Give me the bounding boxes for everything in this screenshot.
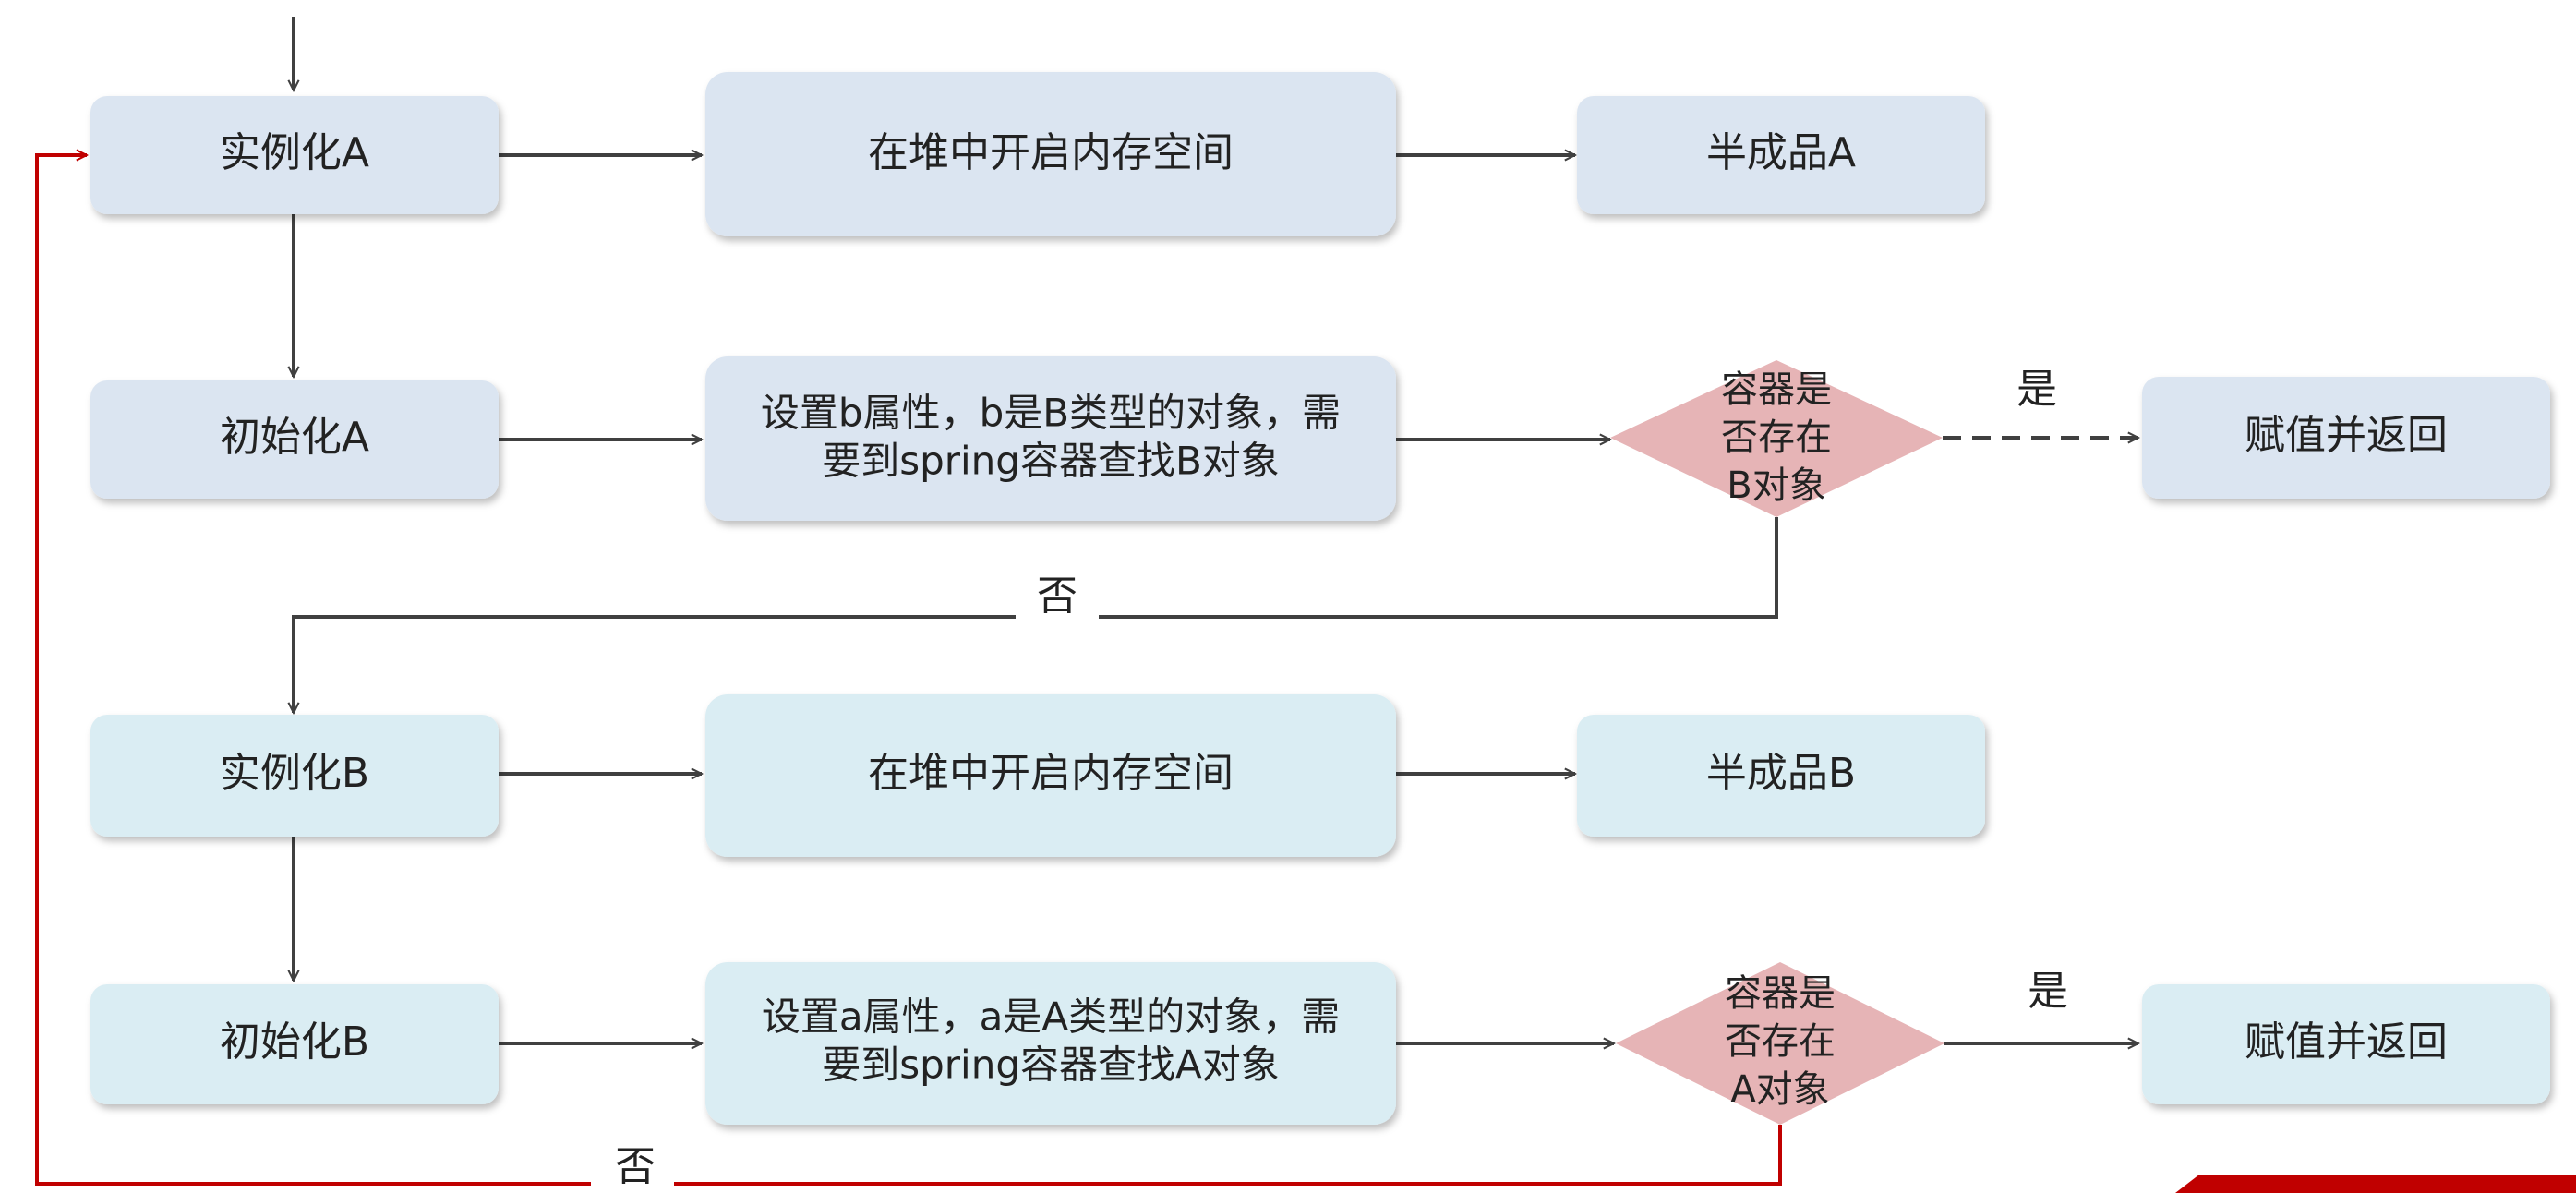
node-instantiate-a: 实例化A <box>90 96 499 214</box>
connectors <box>35 17 2138 1186</box>
node-assign-return-a-label: 赋值并返回 <box>2245 412 2448 459</box>
node-instantiate-b-label: 实例化B <box>220 750 369 797</box>
edge-label-no-b: 否 <box>1037 572 1077 620</box>
node-set-b-property: 设置b属性，b是B类型的对象，需 要到spring容器查找B对象 <box>705 356 1396 521</box>
node-heap-space-a: 在堆中开启内存空间 <box>705 72 1396 236</box>
node-assign-return-a: 赋值并返回 <box>2142 377 2550 499</box>
node-half-product-b-label: 半成品B <box>1706 750 1856 797</box>
node-initialize-b-label: 初始化B <box>220 1018 369 1066</box>
node-set-a-property-line-2: 要到spring容器查找A对象 <box>822 1042 1280 1088</box>
node-half-product-a-label: 半成品A <box>1706 129 1856 176</box>
corner-accent <box>2175 1175 2576 1193</box>
decision-contains-b: 容器是 否存在 B对象 <box>1610 360 1943 517</box>
node-heap-space-b: 在堆中开启内存空间 <box>705 694 1396 857</box>
no-label-bg-a <box>591 1145 674 1193</box>
decision-contains-a-line-1: 容器是 <box>1725 972 1836 1015</box>
node-set-a-property: 设置a属性，a是A类型的对象，需 要到spring容器查找A对象 <box>705 962 1396 1125</box>
node-half-product-a: 半成品A <box>1577 96 1985 214</box>
edge-label-no-a: 否 <box>615 1143 656 1190</box>
decision-contains-a-line-2: 否存在 <box>1725 1020 1836 1063</box>
node-heap-space-b-label: 在堆中开启内存空间 <box>868 750 1234 797</box>
node-assign-return-b: 赋值并返回 <box>2142 984 2550 1104</box>
node-heap-space-a-label: 在堆中开启内存空间 <box>868 129 1234 176</box>
node-set-a-property-line-1: 设置a属性，a是A类型的对象，需 <box>762 994 1340 1040</box>
node-set-b-property-line-2: 要到spring容器查找B对象 <box>822 439 1280 484</box>
decision-contains-b-line-2: 否存在 <box>1721 416 1832 459</box>
decision-contains-a-line-3: A对象 <box>1730 1068 1829 1111</box>
node-instantiate-b: 实例化B <box>90 715 499 837</box>
node-initialize-a: 初始化A <box>90 380 499 499</box>
decision-contains-b-line-3: B对象 <box>1727 464 1825 507</box>
node-half-product-b: 半成品B <box>1577 715 1985 837</box>
decision-contains-b-line-1: 容器是 <box>1721 368 1832 411</box>
node-assign-return-b-label: 赋值并返回 <box>2245 1018 2448 1066</box>
edge-label-yes-b: 是 <box>2016 366 2057 413</box>
node-initialize-b: 初始化B <box>90 984 499 1104</box>
no-label-bg-b <box>1016 582 1099 650</box>
node-instantiate-a-label: 实例化A <box>220 129 369 176</box>
decision-contains-a: 容器是 否存在 A对象 <box>1616 962 1944 1125</box>
node-set-b-property-line-1: 设置b属性，b是B类型的对象，需 <box>761 391 1341 436</box>
arrow-decA-no-instA <box>35 155 1782 1186</box>
node-initialize-a-label: 初始化A <box>220 414 369 461</box>
edge-label-yes-a: 是 <box>2028 968 2068 1015</box>
